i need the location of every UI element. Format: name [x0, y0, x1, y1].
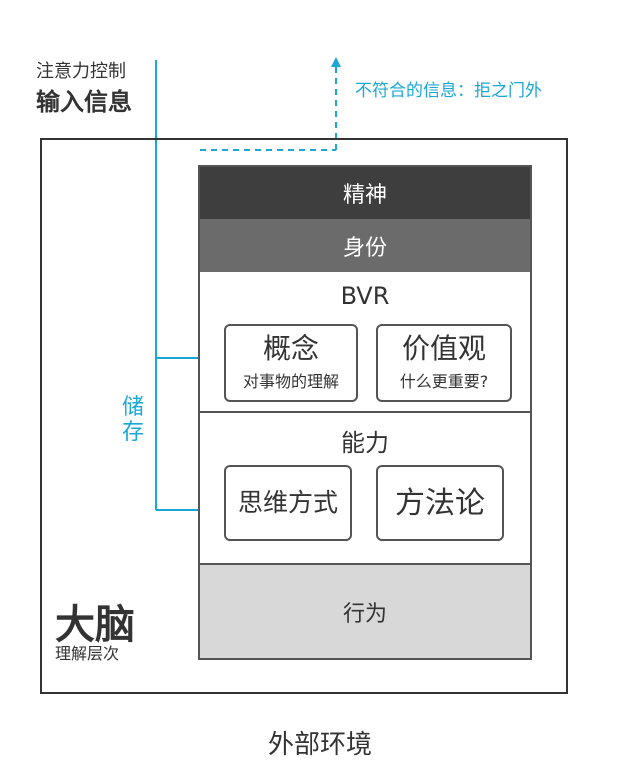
card-concept-title: 概念	[262, 331, 319, 365]
level-ability: 能力 思维方式 方法论	[200, 413, 530, 565]
level-bvr: BVR 概念 对事物的理解 价值观 什么更重要?	[200, 272, 530, 413]
level-ability-title: 能力	[341, 429, 389, 457]
arrowhead-reject	[331, 57, 341, 67]
environment-label: 外部环境	[267, 730, 372, 760]
input-label-attention: 注意力控制	[36, 61, 126, 82]
brain-box	[40, 138, 568, 694]
card-concept: 概念 对事物的理解	[224, 324, 358, 402]
reject-label: 不符合的信息：拒之门外	[355, 81, 542, 101]
card-values: 价值观 什么更重要?	[376, 324, 512, 402]
level-identity: 身份	[200, 219, 530, 272]
level-behavior: 行为	[200, 565, 530, 658]
card-values-subtitle: 什么更重要?	[399, 372, 489, 392]
input-label-info: 输入信息	[36, 88, 132, 116]
card-thinking-title: 思维方式	[237, 488, 338, 518]
brain-subtitle: 理解层次	[55, 644, 120, 663]
card-concept-subtitle: 对事物的理解	[242, 372, 339, 392]
level-bvr-title: BVR	[340, 282, 390, 310]
level-spirit-label: 精神	[342, 183, 387, 208]
level-spirit: 精神	[200, 167, 530, 219]
level-stack: 精神 身份 BVR 概念 对事物的理解 价值观 什么更重要? 能力 思维方式 方…	[198, 165, 532, 660]
store-label-char-2: 存	[121, 420, 144, 446]
level-identity-label: 身份	[342, 235, 387, 261]
brain-title: 大脑	[55, 602, 135, 648]
card-thinking: 思维方式	[224, 465, 352, 541]
card-methodology: 方法论	[376, 465, 504, 541]
level-behavior-label: 行为	[342, 601, 387, 627]
card-values-title: 价值观	[401, 331, 486, 365]
store-label-char-1: 储	[121, 395, 144, 420]
card-methodology-title: 方法论	[395, 485, 485, 521]
store-label: 储 存	[120, 395, 146, 446]
